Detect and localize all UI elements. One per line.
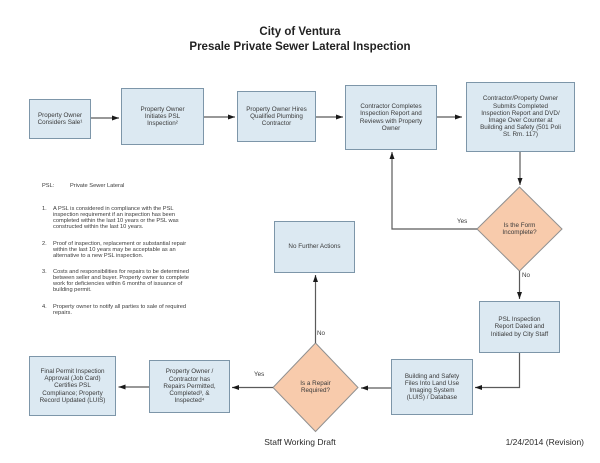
step-property-owner-initiates-psl-inspection: Property Owner Initiates PSL Inspection² [121,88,204,145]
branch-label-repair-required-no: No [317,330,326,337]
step-building-safety-files-luis: Building and Safety Files Into Land Use … [391,359,473,415]
footnote-3: 3. Costs and responsibilities for repair… [42,269,212,293]
footnotes-list: 1. A PSL is considered in compliance wit… [42,206,212,326]
footnote-4-text: Property owner to notify all parties to … [53,303,187,316]
footnote-1-number: 1. [42,206,47,212]
step-repairs-permitted-completed-inspected: Property Owner / Contractor has Repairs … [149,360,230,413]
footnote-3-text: Costs and responsibilities for repairs t… [53,269,189,293]
footnote-4: 4. Property owner to notify all parties … [42,304,212,316]
connector-psl-dated-to-building-safety [475,353,521,390]
step-submits-completed-report: Contractor/Property Owner Submits Comple… [466,82,575,152]
footnote-2-number: 2. [42,240,47,247]
footnote-3-number: 3. [42,269,47,275]
step-contractor-completes-report: Contractor Completes Inspection Report a… [345,85,437,150]
decision-repair-required-label: Is a Repair Required? [300,379,331,394]
page-title-line1: City of Ventura [259,26,341,38]
branch-label-form-incomplete-yes: Yes [457,218,468,225]
page-title-line2: Presale Private Sewer Lateral Inspection [189,41,411,53]
footnote-4-number: 4. [42,303,47,310]
psl-legend-definition: Private Sewer Lateral [70,183,125,189]
psl-legend: PSL: Private Sewer Lateral [42,183,124,189]
footnote-2-text: Proof of inspection, replacement or subs… [53,240,187,259]
step-psl-report-dated-initialed: PSL Inspection Report Dated and Initiale… [479,301,560,353]
revision-date-text: 1/24/2014 (Revision) [505,437,584,447]
step-no-further-actions: No Further Actions [274,221,355,273]
step-property-owner-hires-contractor: Property Owner Hires Qualified Plumbing … [237,91,316,142]
draft-status-text: Staff Working Draft [264,437,336,447]
psl-legend-abbr: PSL: [42,183,55,189]
step-property-owner-considers-sale: Property Owner Considers Sale¹ [29,99,91,139]
footnote-1: 1. A PSL is considered in compliance wit… [42,206,212,230]
page-title: City of Ventura Presale Private Sewer La… [0,25,600,55]
branch-label-repair-required-yes: Yes [254,371,265,378]
footnote-1-text: A PSL is considered in compliance with t… [53,206,179,230]
footnote-2: 2. Proof of inspection, replacement or s… [42,241,212,259]
decision-form-incomplete-label: Is the Form Incomplete? [502,221,537,236]
connector-form-incomplete-yes-to-completes [389,152,477,230]
branch-label-form-incomplete-no: No [522,272,531,279]
step-final-permit-inspection-approval: Final Permit Inspection Approval (Job Ca… [29,356,116,416]
decision-repair-required-shape [272,342,359,433]
